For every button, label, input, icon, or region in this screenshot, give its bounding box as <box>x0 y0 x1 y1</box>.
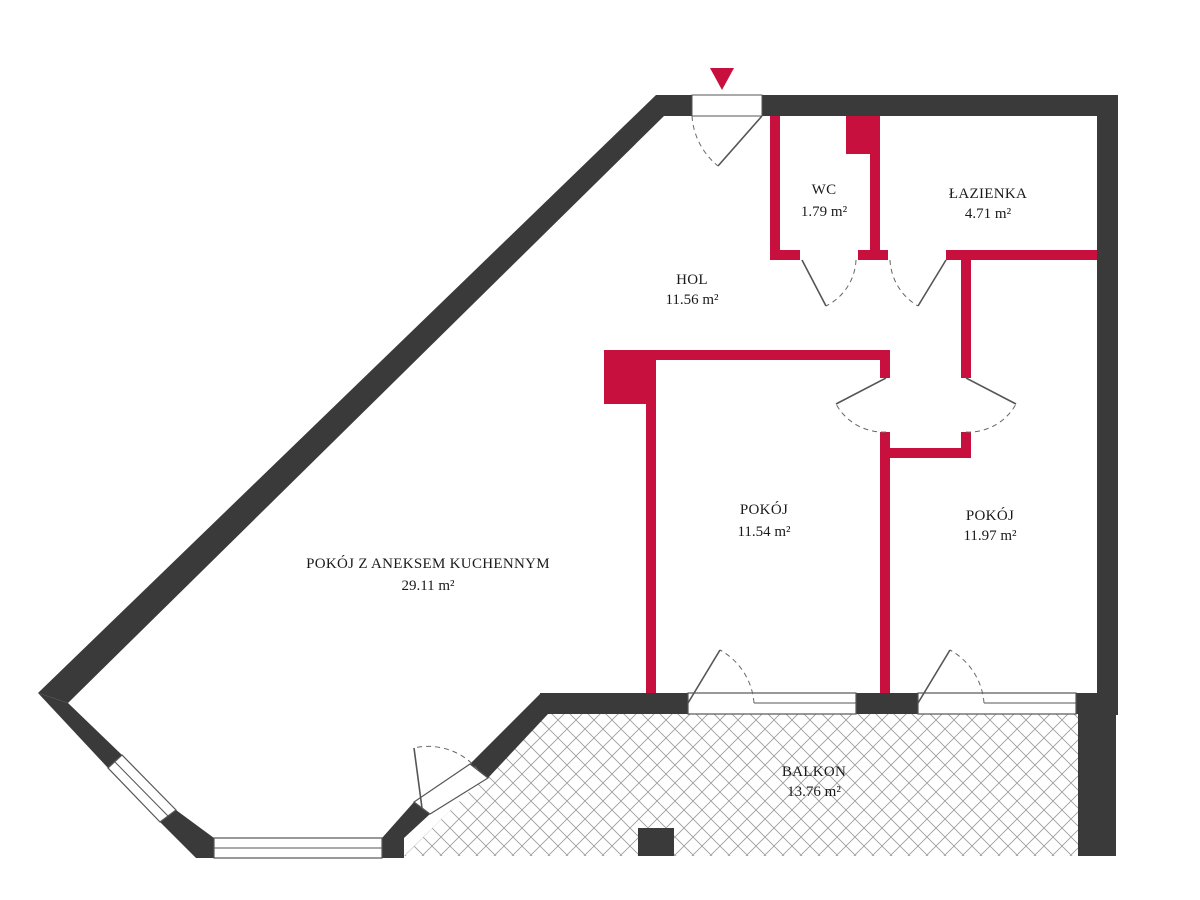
wall-diagonal-north <box>38 95 692 703</box>
room-name-balcony: BALKON <box>782 764 846 780</box>
door-balcony-living <box>413 747 423 809</box>
wall-top-right <box>762 95 1118 116</box>
wall-bottom-right-stub <box>382 838 404 858</box>
installation-shaft <box>846 116 880 154</box>
wall-bath-bottom <box>946 250 1097 260</box>
window-balcony-diagonal <box>412 763 490 815</box>
room-name-room2: POKÓJ <box>966 507 1014 524</box>
room-name-bathroom: ŁAZIENKA <box>949 186 1027 202</box>
wall-diagonal-southeast <box>382 802 430 838</box>
wall-balcony-mid <box>856 693 918 714</box>
door-room1 <box>835 377 887 405</box>
wall-balcony-right <box>1076 693 1118 714</box>
door-entrance <box>717 115 763 167</box>
entrance-arrow-icon <box>710 68 734 90</box>
wall-room-partition-top <box>880 350 890 378</box>
wall-wc-bottom <box>770 250 800 260</box>
room-name-living: POKÓJ Z ANEKSEM KUCHENNYM <box>306 555 550 572</box>
balcony-pier-right <box>1078 714 1116 856</box>
room-area-balcony: 13.76 m² <box>787 784 841 800</box>
wall-diagonal-southeast-2 <box>470 694 548 778</box>
room-name-room1: POKÓJ <box>740 501 788 518</box>
wall-room1-left <box>646 350 656 693</box>
room-area-wc: 1.79 m² <box>801 204 848 220</box>
wall-wc-left <box>770 116 780 260</box>
wall-right <box>1097 95 1118 715</box>
room-name-hol: HOL <box>676 272 708 288</box>
exterior-walls <box>38 95 1118 858</box>
room-area-room2: 11.97 m² <box>963 528 1017 544</box>
door-balcony-room2 <box>917 649 951 704</box>
door-bathroom <box>917 259 947 307</box>
balcony-floor <box>404 714 1078 856</box>
room-labels: HOL 11.56 m² WC 1.79 m² ŁAZIENKA 4.71 m²… <box>306 182 1027 800</box>
wall-corridor-bottom <box>880 448 971 458</box>
room-area-bathroom: 4.71 m² <box>965 206 1012 222</box>
wall-corridor-right <box>961 250 971 378</box>
room-name-wc: WC <box>812 182 837 198</box>
wall-diagonal-southwest <box>38 693 122 768</box>
wall-corridor-right-low <box>961 432 971 458</box>
room-area-room1: 11.54 m² <box>737 524 791 540</box>
wall-wc-right <box>870 116 880 260</box>
wall-mid-stub <box>858 250 888 260</box>
windows <box>107 692 1077 859</box>
door-room2 <box>965 377 1017 405</box>
wall-room1-top <box>604 350 890 360</box>
room-area-hol: 11.56 m² <box>665 292 719 308</box>
door-balcony-room1 <box>687 649 721 704</box>
wall-room-partition <box>880 432 890 693</box>
interior-walls <box>604 116 1097 693</box>
wall-balcony-left <box>540 693 688 714</box>
door-wc <box>801 259 827 307</box>
room-area-living: 29.11 m² <box>401 578 455 594</box>
wall-bottom-left-stub <box>196 838 214 858</box>
doors <box>413 94 1017 809</box>
balcony-column <box>638 828 674 856</box>
